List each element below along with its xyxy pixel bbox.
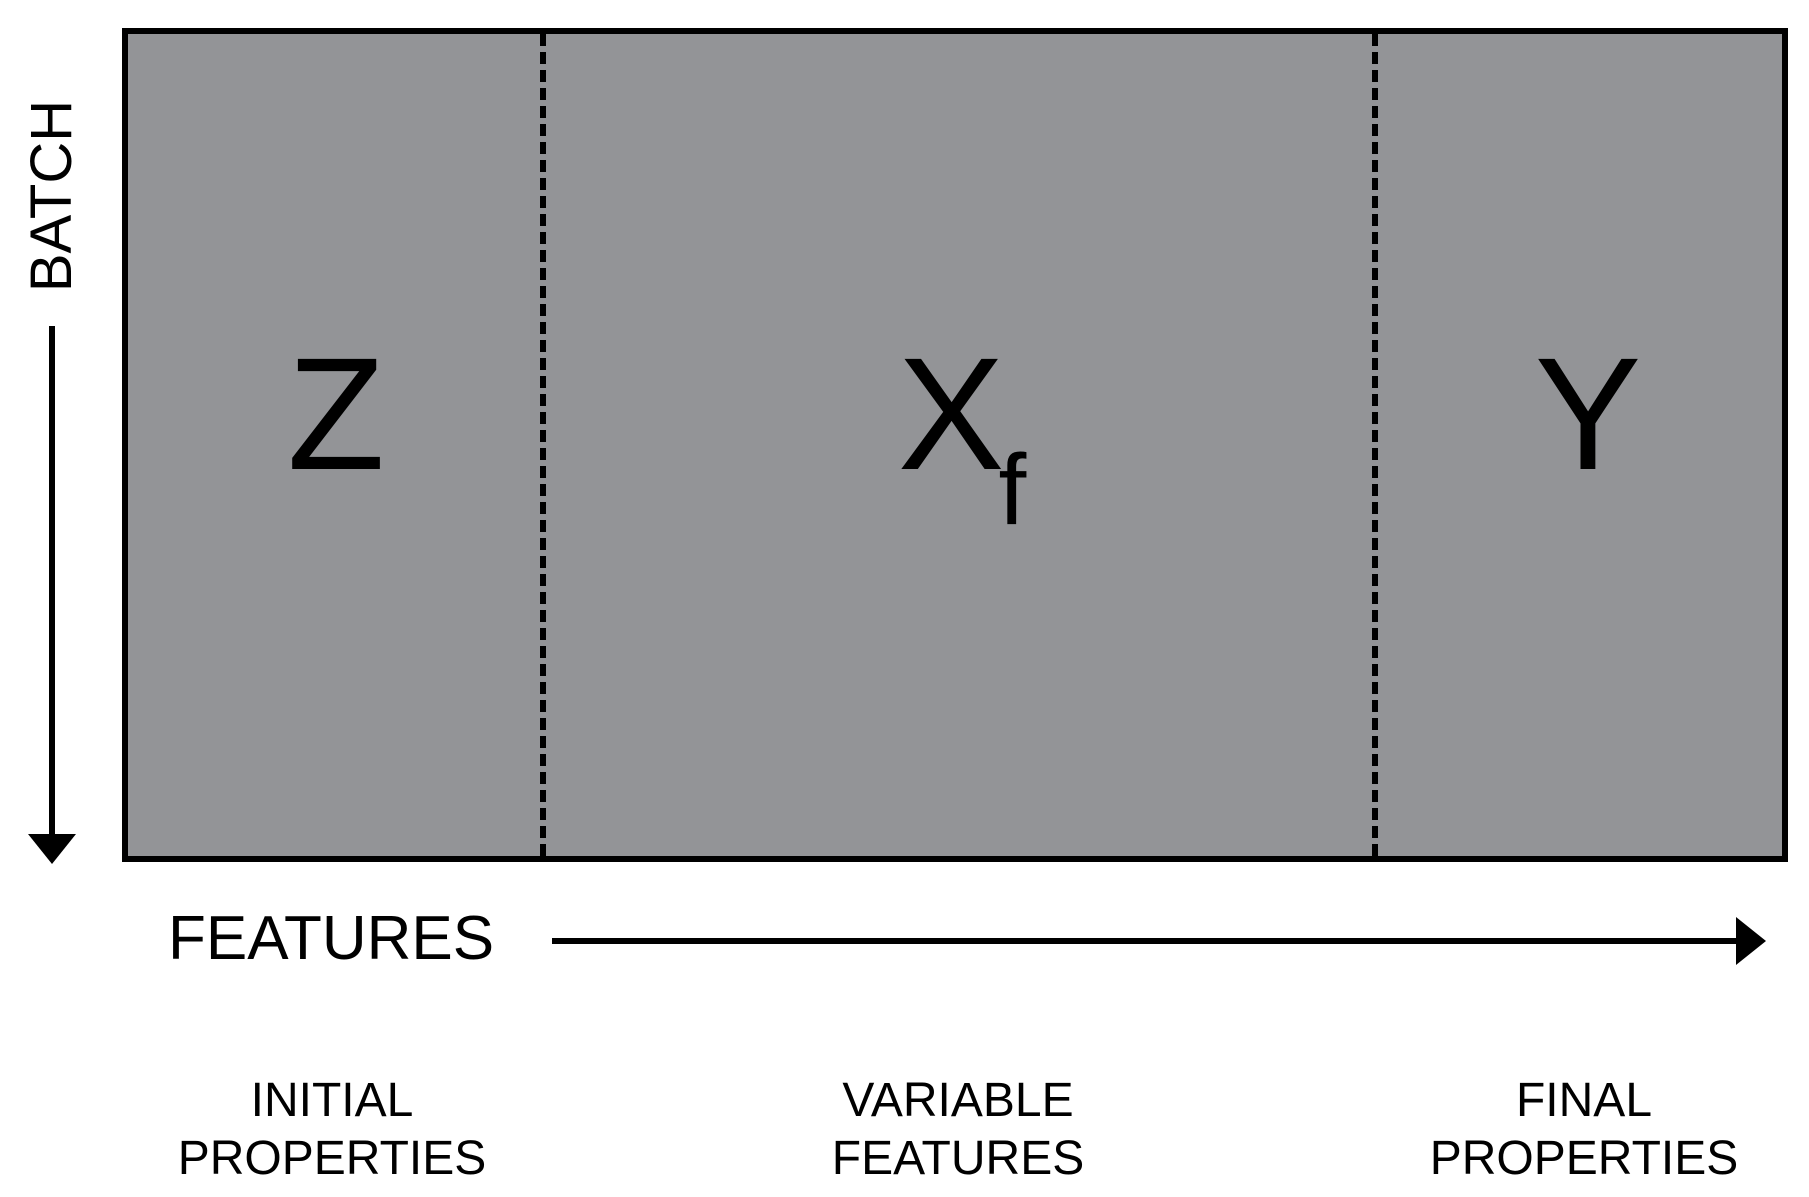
caption-initial-properties: INITIAL PROPERTIES xyxy=(178,1072,487,1188)
features-axis-label: FEATURES xyxy=(168,904,495,973)
symbol-z-text: Z xyxy=(287,324,385,503)
caption-initial-line1: INITIAL xyxy=(250,1074,414,1127)
block-symbol-xf: Xf xyxy=(898,334,1027,541)
batch-arrow xyxy=(28,326,76,864)
caption-final-properties: FINAL PROPERTIES xyxy=(1430,1072,1739,1188)
symbol-x-text: X xyxy=(897,324,1005,503)
caption-initial-line2: PROPERTIES xyxy=(177,1132,487,1185)
block-symbol-y: Y xyxy=(1535,334,1642,494)
caption-final-line1: FINAL xyxy=(1515,1074,1653,1127)
caption-variable-features: VARIABLE FEATURES xyxy=(832,1072,1084,1188)
features-arrow-head xyxy=(1736,917,1766,965)
caption-variable-line1: VARIABLE xyxy=(842,1074,1074,1127)
divider-variable-final xyxy=(1372,34,1378,856)
caption-final-line2: PROPERTIES xyxy=(1429,1132,1739,1185)
divider-initial-variable xyxy=(540,34,546,856)
symbol-y-text: Y xyxy=(1534,324,1642,503)
features-arrow xyxy=(552,917,1766,965)
batch-arrow-head xyxy=(28,834,76,864)
block-symbol-z: Z xyxy=(287,334,385,494)
caption-variable-line2: FEATURES xyxy=(831,1132,1085,1185)
data-matrix: Z Xf Y xyxy=(122,28,1788,862)
symbol-x-subscript: f xyxy=(998,434,1027,546)
